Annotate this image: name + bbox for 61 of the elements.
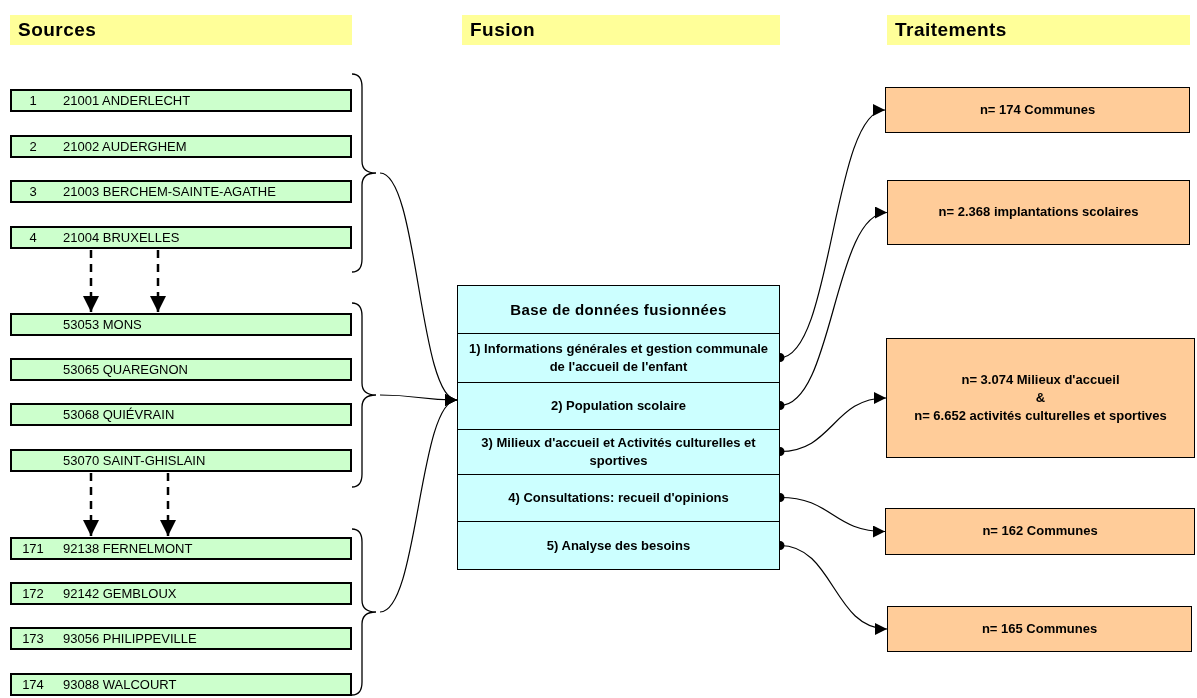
source-box	[10, 403, 352, 426]
table-title: Base de données fusionnées	[509, 299, 728, 320]
commune-label: 53053 MONS	[63, 315, 142, 334]
column-heading: Fusion	[470, 17, 536, 42]
row-number: 173	[21, 629, 45, 648]
header-band	[887, 15, 1190, 45]
row-number: 171	[21, 539, 45, 558]
result-text: &	[1035, 388, 1046, 407]
source-box	[10, 627, 352, 650]
source-box	[10, 89, 352, 112]
commune-label: 53070 SAINT-GHISLAIN	[63, 451, 206, 470]
row-number: 2	[28, 137, 38, 156]
source-box	[10, 537, 352, 560]
result-text: n= 2.368 implantations scolaires	[938, 203, 1139, 222]
commune-label: 21004 BRUXELLES	[63, 228, 180, 247]
commune-label: 53068 QUIÉVRAIN	[63, 405, 175, 424]
section-label: 1) Informations générales et gestion communale de l'accueil de l'enfant	[467, 340, 770, 376]
result-box	[886, 338, 1195, 458]
row-number: 3	[28, 182, 38, 201]
source-box	[10, 135, 352, 158]
source-box	[10, 226, 352, 249]
commune-label: 92142 GEMBLOUX	[63, 584, 177, 603]
result-box	[885, 508, 1195, 555]
section-label: 4) Consultations: recueil d'opinions	[508, 489, 729, 507]
source-box	[10, 313, 352, 336]
commune-label: 21003 BERCHEM-SAINTE-AGATHE	[63, 182, 276, 201]
header-band	[10, 15, 352, 45]
source-box	[10, 180, 352, 203]
source-box	[10, 582, 352, 605]
section-label: 5) Analyse des besoins	[546, 537, 691, 555]
dashed-arrow	[83, 250, 99, 312]
section-label: 2) Population scolaire	[550, 397, 687, 415]
result-text: n= 162 Communes	[982, 522, 1098, 541]
commune-label: 21002 AUDERGHEM	[63, 137, 187, 156]
result-text: n= 6.652 activités culturelles et sportives	[914, 407, 1167, 426]
result-text: n= 3.074 Milieux d'accueil	[961, 370, 1120, 389]
section-label: 3) Milieux d'accueil et Activités culturelles et sportives	[480, 434, 757, 470]
commune-label: 21001 ANDERLECHT	[63, 91, 191, 110]
source-box	[10, 449, 352, 472]
commune-label: 53065 QUAREGNON	[63, 360, 188, 379]
result-box	[887, 606, 1192, 652]
row-number: 4	[28, 228, 38, 247]
commune-label: 93056 PHILIPPEVILLE	[63, 629, 197, 648]
source-box	[10, 358, 352, 381]
row-number: 172	[21, 584, 45, 603]
dashed-arrow	[150, 250, 166, 312]
commune-label: 93088 WALCOURT	[63, 675, 177, 694]
dashed-arrow	[160, 473, 176, 536]
row-number: 174	[21, 675, 45, 694]
source-box	[10, 673, 352, 696]
database-table	[457, 285, 780, 570]
header-band	[462, 15, 780, 45]
result-box	[887, 180, 1190, 245]
result-box	[885, 87, 1190, 133]
commune-label: 92138 FERNELMONT	[63, 539, 193, 558]
dashed-arrow	[83, 473, 99, 536]
column-heading: Sources	[18, 17, 97, 42]
column-heading: Traitements	[895, 17, 1007, 42]
row-number: 1	[28, 91, 38, 110]
result-text: n= 174 Communes	[979, 100, 1096, 119]
result-text: n= 165 Communes	[981, 619, 1098, 638]
